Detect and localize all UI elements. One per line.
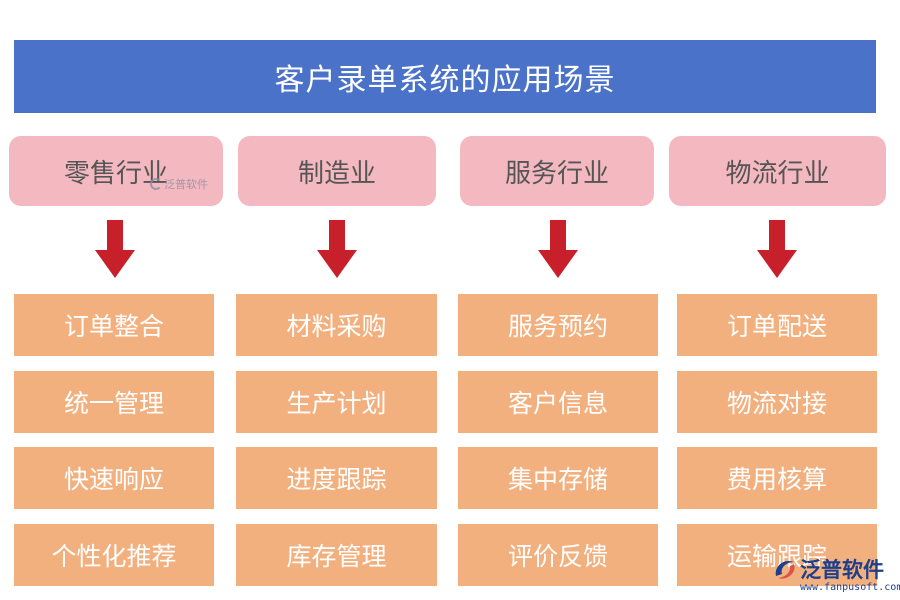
watermark: 泛普软件 bbox=[150, 176, 208, 192]
watermark-text: 泛普软件 bbox=[164, 178, 208, 191]
scenario-item: 订单配送 bbox=[677, 294, 877, 356]
scenario-item: 生产计划 bbox=[236, 371, 437, 433]
industry-box-manufacturing: 制造业 bbox=[238, 136, 436, 206]
industry-box-retail: 零售行业 bbox=[9, 136, 223, 206]
scenario-item: 快速响应 bbox=[14, 447, 214, 509]
scenario-item: 客户信息 bbox=[458, 371, 658, 433]
scenario-item: 个性化推荐 bbox=[14, 524, 214, 586]
industry-label: 物流行业 bbox=[725, 158, 830, 189]
scenario-item: 费用核算 bbox=[677, 447, 877, 509]
industry-box-service: 服务行业 bbox=[460, 136, 654, 206]
industry-label: 制造业 bbox=[297, 158, 376, 189]
scenario-item: 评价反馈 bbox=[458, 524, 658, 586]
down-arrow-icon bbox=[757, 220, 797, 278]
scenario-item: 订单整合 bbox=[14, 294, 214, 356]
scenario-item: 材料采购 bbox=[236, 294, 437, 356]
logo-name: 泛普软件 bbox=[800, 558, 884, 582]
logo-url: www.fanpusoft.com bbox=[800, 582, 900, 593]
down-arrow-icon bbox=[95, 220, 135, 278]
scenario-item: 运输跟踪 bbox=[677, 524, 877, 586]
scenario-item: 统一管理 bbox=[14, 371, 214, 433]
down-arrow-icon bbox=[538, 220, 578, 278]
down-arrow-icon bbox=[317, 220, 357, 278]
scenario-item: 库存管理 bbox=[236, 524, 437, 586]
diagram-title: 客户录单系统的应用场景 bbox=[14, 40, 876, 113]
brand-logo: 泛普软件 www.fanpusoft.com bbox=[770, 552, 900, 598]
scenario-item: 物流对接 bbox=[677, 371, 877, 433]
scenario-item: 服务预约 bbox=[458, 294, 658, 356]
industry-label: 服务行业 bbox=[504, 158, 609, 189]
watermark-logo-icon bbox=[150, 178, 162, 190]
scenario-item: 集中存储 bbox=[458, 447, 658, 509]
swirl-logo-icon bbox=[775, 560, 795, 579]
scenario-item: 进度跟踪 bbox=[236, 447, 437, 509]
industry-box-logistics: 物流行业 bbox=[669, 136, 886, 206]
